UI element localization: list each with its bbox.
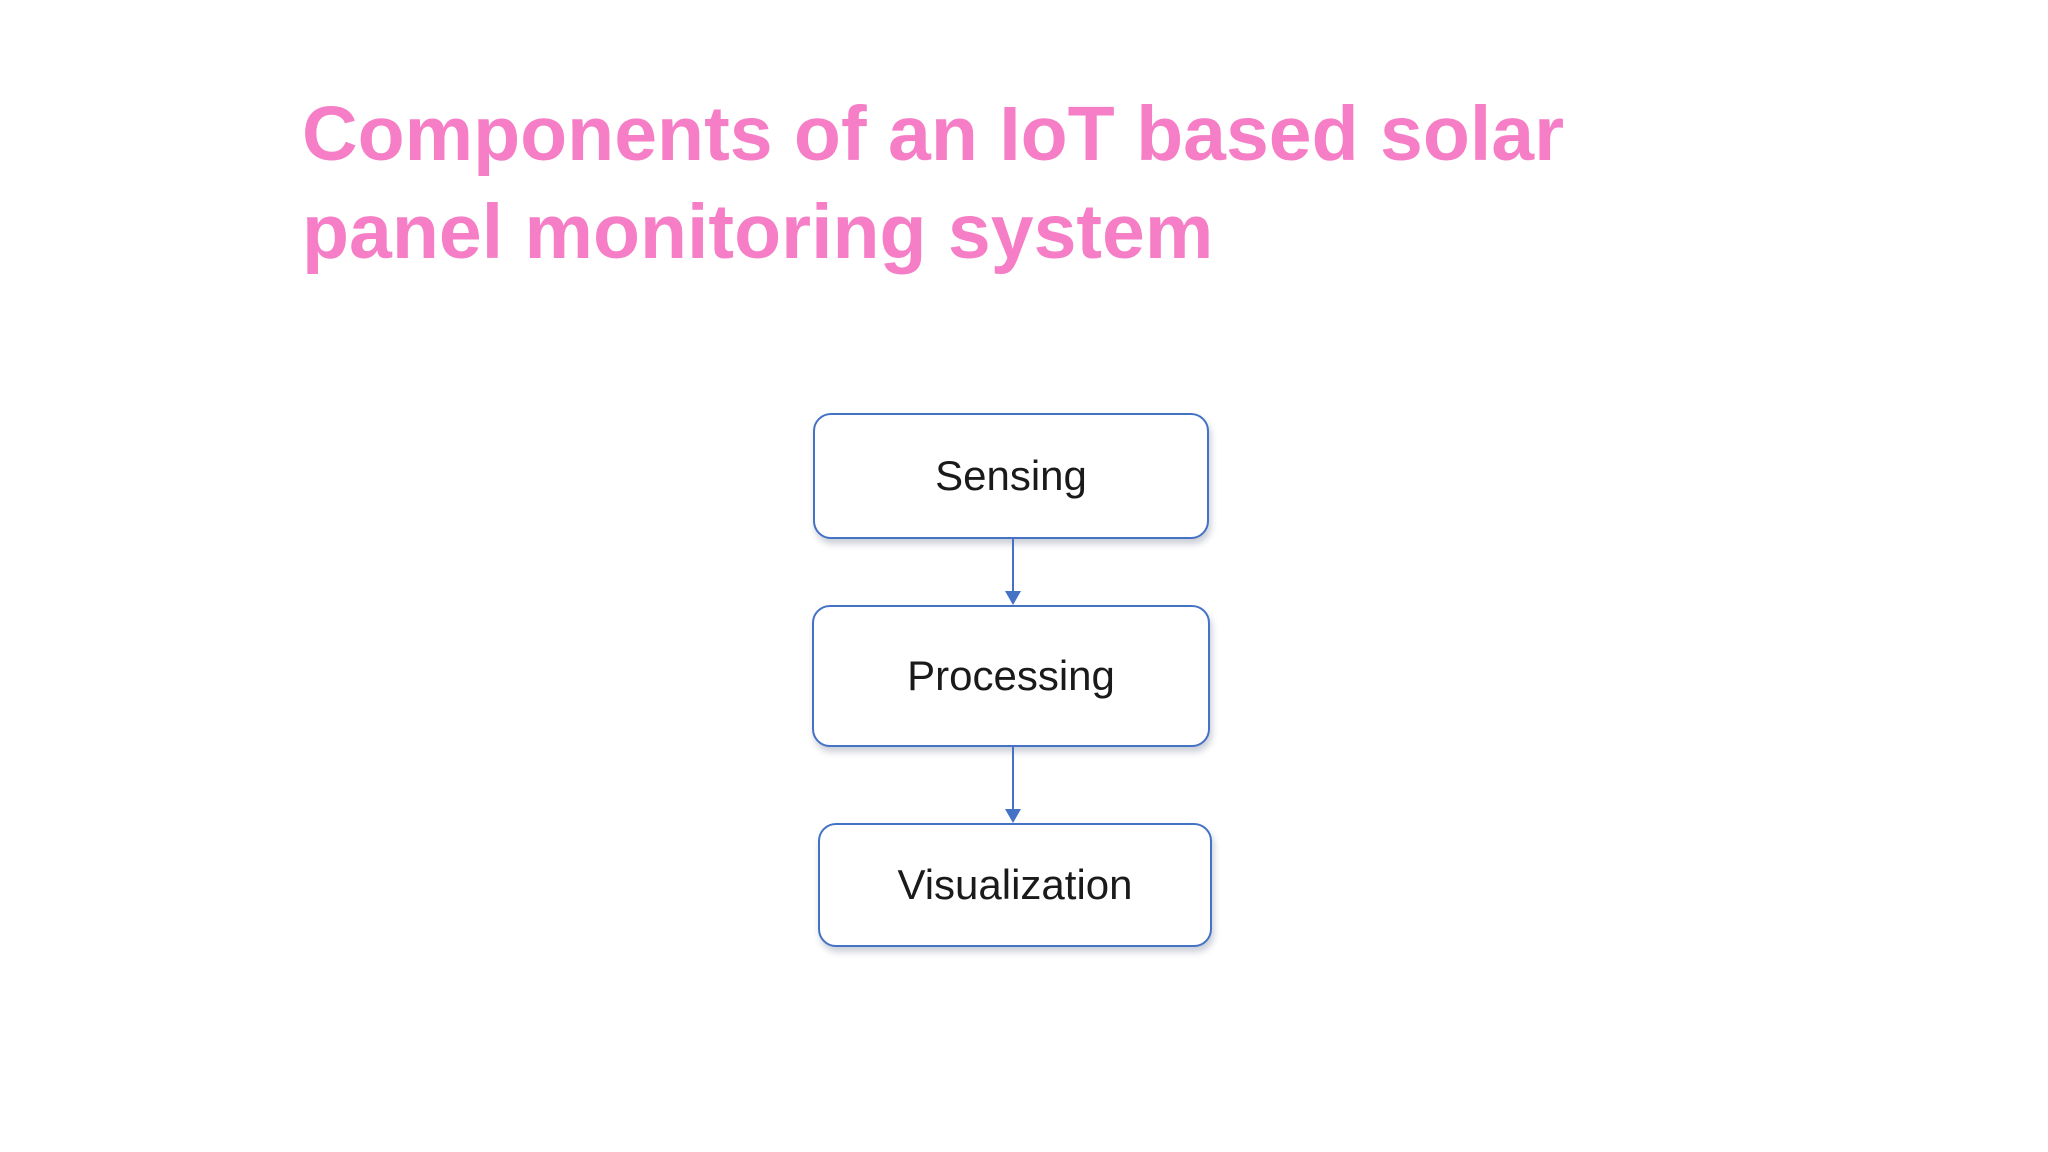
- flow-node-processing-label: Processing: [907, 652, 1115, 699]
- arrow-down-icon: [1005, 809, 1021, 823]
- arrow-down-icon: [1005, 591, 1021, 605]
- connector-line: [1012, 747, 1014, 810]
- connector-line: [1012, 539, 1014, 592]
- connector-processing-to-visualization: [1004, 747, 1022, 823]
- flow-node-sensing: Sensing: [813, 413, 1209, 539]
- flow-node-processing: Processing: [812, 605, 1210, 747]
- page-title-line-1: Components of an IoT based solar: [302, 91, 1565, 177]
- page-title-line-2: panel monitoring system: [302, 189, 1214, 275]
- connector-sensing-to-processing: [1004, 539, 1022, 605]
- flow-node-visualization: Visualization: [818, 823, 1212, 947]
- page-title: Components of an IoT based solar panel m…: [302, 85, 1602, 281]
- flow-node-visualization-label: Visualization: [897, 861, 1133, 908]
- flow-node-sensing-label: Sensing: [935, 452, 1087, 499]
